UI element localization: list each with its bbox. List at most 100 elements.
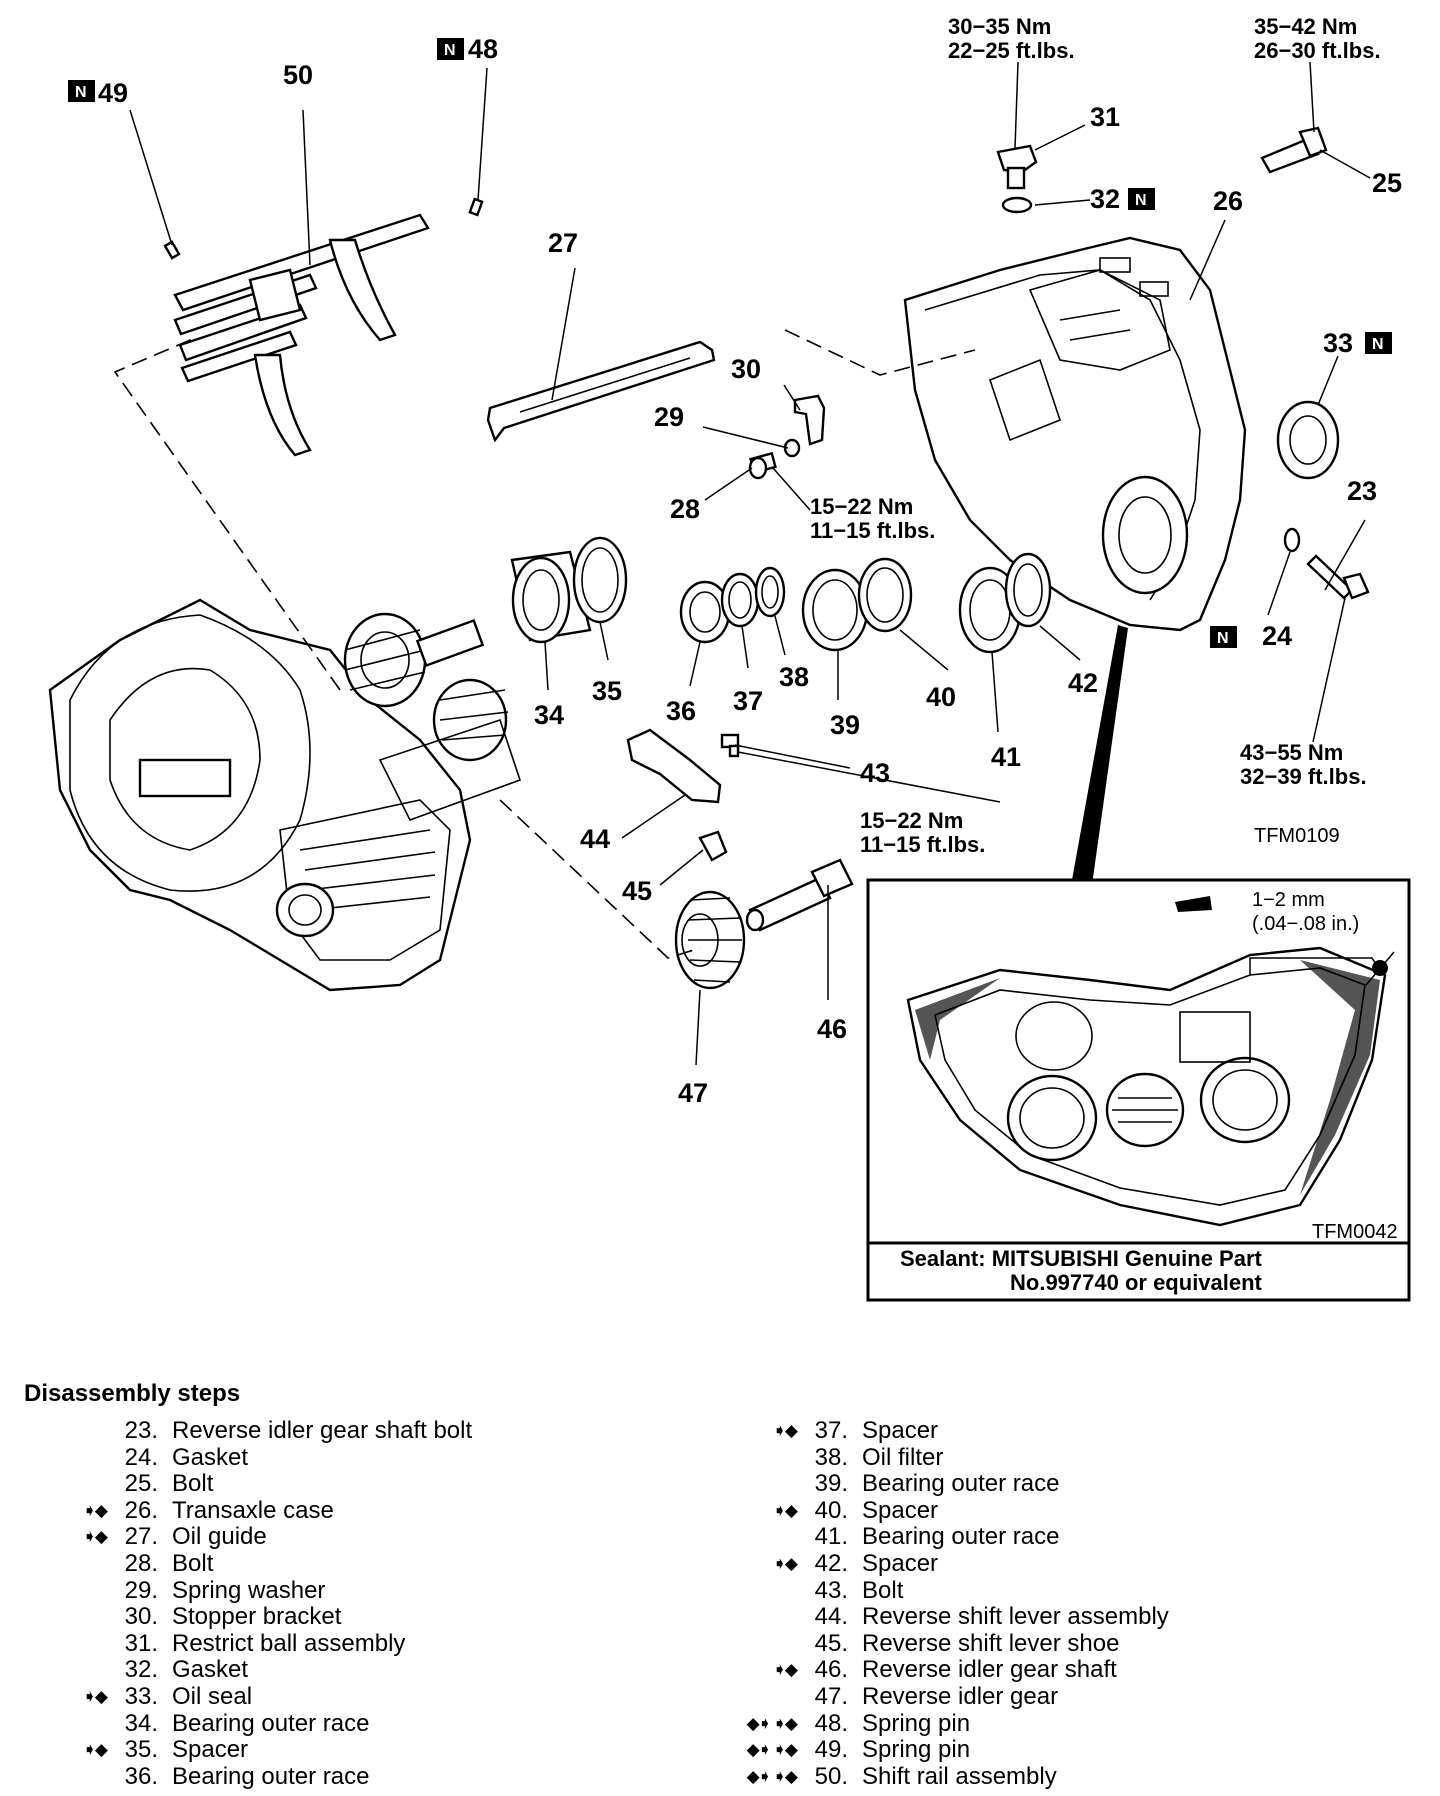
service-mark-icon: ◆➧ ➧◆: [746, 1713, 798, 1733]
step-item: 32.Gasket: [24, 1657, 724, 1684]
new-part-marker-24: N: [1210, 626, 1237, 648]
service-mark-icon: ◆➧ ➧◆: [746, 1740, 798, 1760]
step-text: Reverse shift lever assembly: [862, 1603, 1169, 1631]
step-number: 24.: [124, 1443, 158, 1471]
svg-text:40: 40: [926, 682, 956, 712]
svg-text:23: 23: [1347, 476, 1377, 506]
step-item: 29.Spring washer: [24, 1576, 724, 1605]
step-text: Bearing outer race: [172, 1709, 370, 1737]
svg-text:43−55 Nm: 43−55 Nm: [1240, 740, 1343, 765]
svg-text:N: N: [75, 84, 87, 101]
step-text: Bolt: [172, 1470, 214, 1498]
svg-text:35−42 Nm: 35−42 Nm: [1254, 14, 1357, 39]
step-item: 23. Reverse idler gear shaft bolt: [24, 1417, 724, 1445]
reverse-idler-gear-shaft: [745, 858, 854, 932]
svg-text:44: 44: [580, 824, 610, 854]
step-text: Oil filter: [862, 1443, 944, 1471]
step-number: 50.: [814, 1762, 848, 1790]
step-text: Reverse idler gear: [862, 1682, 1059, 1710]
svg-text:15−22 Nm: 15−22 Nm: [810, 494, 913, 519]
callout-labels: 23 24 25 26 27 28 29 30 31 32 33 34 35 3…: [98, 34, 1402, 1108]
service-mark-icon: ➧◆: [772, 1500, 798, 1520]
step-text: Gasket: [172, 1443, 249, 1471]
gasket-32: [1001, 196, 1033, 214]
step-item: 39.Bearing outer race: [704, 1471, 1404, 1498]
reverse-shift-lever-assembly: [626, 728, 722, 804]
step-number: 23.: [124, 1417, 158, 1444]
step-text: Spacer: [862, 1496, 939, 1524]
svg-text:1−2 mm: 1−2 mm: [1252, 889, 1325, 911]
step-text: Stopper bracket: [172, 1603, 342, 1631]
svg-text:30: 30: [731, 354, 761, 384]
inset-pointer: [1072, 625, 1128, 885]
svg-text:N: N: [1217, 630, 1229, 647]
svg-text:33: 33: [1323, 328, 1353, 358]
step-text: Reverse idler gear shaft bolt: [172, 1417, 473, 1444]
svg-text:26: 26: [1213, 186, 1243, 216]
svg-text:50: 50: [283, 60, 313, 90]
svg-text:48: 48: [468, 34, 498, 64]
spring-pin-49: [163, 240, 181, 260]
step-item: ➧◆ 26. Transaxle case: [24, 1496, 724, 1525]
step-number: 48.: [814, 1709, 848, 1737]
transaxle-case: [903, 236, 1247, 632]
svg-text:N: N: [444, 42, 456, 59]
step-number: 46.: [814, 1656, 848, 1684]
svg-text:49: 49: [98, 78, 128, 108]
step-number: 26.: [124, 1496, 158, 1524]
step-item: ➧◆27.Oil guide: [24, 1524, 724, 1551]
step-number: 41.: [814, 1523, 848, 1551]
step-number: 35.: [124, 1736, 158, 1764]
step-text: Reverse idler gear shaft: [862, 1656, 1117, 1684]
disassembly-steps: Disassembly steps 23.Reverse idler gear …: [24, 1380, 1424, 1789]
svg-text:34: 34: [534, 700, 564, 730]
svg-text:41: 41: [991, 742, 1021, 772]
step-number: 43.: [814, 1576, 848, 1604]
step-number: 27.: [124, 1523, 158, 1551]
spacer-35: [572, 536, 628, 624]
step-text: Spring pin: [862, 1709, 971, 1737]
reverse-idler-gear: [674, 890, 746, 990]
step-number: 36.: [124, 1762, 158, 1790]
exploded-view-diagram: 23 24 25 26 27 28 29 30 31 32 33 34 35 3…: [48, 14, 1411, 1302]
svg-text:29: 29: [654, 402, 684, 432]
new-part-marker-32: N: [1128, 188, 1155, 210]
step-item: 25. Bolt: [24, 1471, 724, 1498]
torque-specs: 30−35 Nm 22−25 ft.lbs. 35−42 Nm 26−30 ft…: [810, 14, 1381, 857]
service-mark-icon: ➧◆: [82, 1740, 108, 1760]
step-number: 47.: [814, 1682, 848, 1710]
step-number: 39.: [814, 1470, 848, 1498]
svg-text:(.04−.08 in.): (.04−.08 in.): [1252, 913, 1359, 935]
step-text: Oil seal: [172, 1682, 253, 1710]
svg-text:35: 35: [592, 676, 622, 706]
step-text: Shift rail assembly: [862, 1762, 1057, 1790]
step-item: 28.Bolt: [24, 1549, 724, 1578]
spacer-42: [1004, 552, 1052, 628]
svg-text:45: 45: [622, 876, 652, 906]
oil-filter-38: [754, 566, 786, 618]
svg-text:31: 31: [1090, 102, 1120, 132]
step-number: 28.: [124, 1549, 158, 1577]
svg-text:No.997740 or equivalent: No.997740 or equivalent: [1010, 1270, 1263, 1295]
oil-seal: [1276, 400, 1340, 480]
step-number: 25.: [124, 1470, 158, 1498]
svg-text:26−30 ft.lbs.: 26−30 ft.lbs.: [1254, 38, 1381, 63]
svg-text:N: N: [1135, 192, 1147, 209]
step-text: Transaxle case: [172, 1496, 334, 1524]
svg-text:28: 28: [670, 494, 700, 524]
service-mark-icon: ➧◆: [772, 1421, 798, 1440]
new-part-marker-48: N: [437, 38, 464, 60]
service-mark-icon: ➧◆: [82, 1500, 108, 1520]
bearing-outer-race-36: [679, 580, 731, 644]
step-number: 29.: [124, 1576, 158, 1604]
gear-cluster: [343, 612, 522, 821]
step-item: 24. Gasket: [24, 1443, 724, 1472]
step-item: 47. Reverse idler gear: [704, 1682, 1404, 1711]
step-item: ➧◆37.Spacer: [704, 1417, 1404, 1445]
step-text: Spacer: [862, 1417, 939, 1444]
svg-text:32: 32: [1090, 184, 1120, 214]
spacer-37: [720, 572, 760, 628]
step-item: ◆➧ ➧◆ 48. Spring pin: [704, 1709, 1404, 1738]
bolt-23: [1306, 554, 1370, 600]
